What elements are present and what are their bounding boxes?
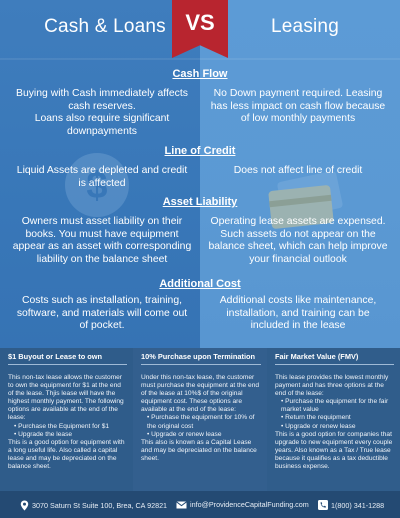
vs-label: VS bbox=[185, 10, 215, 35]
line-of-credit-right-text: Does not affect line of credit bbox=[233, 165, 363, 176]
ten-percent-description: Under this non-tax lease, the customer m… bbox=[141, 374, 260, 414]
credit-card-icon bbox=[262, 170, 352, 237]
leasing-panel bbox=[200, 0, 400, 348]
additional-cost-right-text: Additional costs like maintenance, insta… bbox=[219, 295, 377, 332]
line-of-credit-left-text: Liquid Assets are depleted and credit is… bbox=[16, 165, 188, 189]
section-title-cash-flow: Cash Flow bbox=[172, 68, 228, 80]
ten-percent-tail: This also is known as a Capital Lease an… bbox=[141, 438, 257, 462]
location-icon bbox=[20, 500, 29, 511]
buyout-description: This non-tax lease allows the customer t… bbox=[8, 374, 124, 422]
section-title-asset-liability: Asset Liability bbox=[162, 196, 238, 208]
fmv-bullet: • Return the requipment bbox=[281, 414, 351, 422]
dollar-icon: $ bbox=[62, 150, 132, 225]
buyout-body: This non-tax lease allows the customer t… bbox=[8, 374, 127, 471]
footer: 3070 Saturn St Suite 100, Brea, CA 92821… bbox=[0, 491, 400, 518]
address-text: 3070 Saturn St Suite 100, Brea, CA 92821 bbox=[32, 501, 168, 510]
fmv-bullet: • Upgrade or renew lease bbox=[281, 422, 356, 430]
fmv-tail: This is a good option for companies that… bbox=[275, 430, 393, 471]
email-text[interactable]: info@ProvidenceCapitalFunding.com bbox=[190, 500, 309, 509]
header: Cash & Loans VS Leasing bbox=[0, 0, 400, 58]
ten-percent-bullet: • Upgrade or renew lease bbox=[147, 430, 222, 438]
buyout-heading: $1 Buyout or Lease to own bbox=[8, 352, 127, 365]
lease-option-buyout: $1 Buyout or Lease to own This non-tax l… bbox=[0, 348, 133, 491]
lease-option-fmv: Fair Market Value (FMV) This lease provi… bbox=[267, 348, 400, 491]
section-title-line-of-credit: Line of Credit bbox=[164, 145, 236, 157]
asset-liability-right-text: Operating lease assets are expensed. Suc… bbox=[208, 216, 388, 265]
buyout-bullet: • Purchase the Equipment for $1 bbox=[14, 422, 110, 430]
buyout-bullet: • Upgrade the lease bbox=[14, 430, 73, 438]
cash-loans-title: Cash & Loans bbox=[44, 16, 166, 37]
phone-text[interactable]: 1(800) 341-1288 bbox=[331, 500, 385, 510]
svg-text:$: $ bbox=[86, 165, 107, 207]
buyout-tail: This is a good option for equipment with… bbox=[8, 438, 125, 471]
section-title-additional-cost: Additional Cost bbox=[159, 278, 241, 290]
fmv-heading: Fair Market Value (FMV) bbox=[275, 352, 394, 365]
cash-loans-panel bbox=[0, 0, 200, 348]
ten-percent-body: Under this non-tax lease, the customer m… bbox=[141, 374, 261, 463]
asset-liability-left-text: Owners must asset liability on their boo… bbox=[12, 216, 192, 265]
phone-icon bbox=[318, 500, 328, 510]
fmv-bullet: • Purchase the equipment for the fair ma… bbox=[281, 398, 389, 414]
divider bbox=[0, 58, 400, 60]
email-icon bbox=[176, 500, 187, 508]
comparison-panel: $ Cash & Loans VS Leasing Cash Flow Buyi… bbox=[0, 0, 400, 348]
leasing-title: Leasing bbox=[271, 16, 339, 37]
fmv-description: This lease provides the lowest monthly p… bbox=[275, 374, 389, 398]
additional-cost-left-text: Costs such as installation, training, so… bbox=[16, 295, 188, 332]
ten-percent-heading: 10% Purchase upon Termination bbox=[141, 352, 261, 365]
footer-phone[interactable]: 1(800) 341-1288 bbox=[318, 500, 384, 510]
footer-email[interactable]: info@ProvidenceCapitalFunding.com bbox=[176, 500, 309, 509]
footer-address: 3070 Saturn St Suite 100, Brea, CA 92821 bbox=[20, 500, 167, 511]
lease-option-ten-percent: 10% Purchase upon Termination Under this… bbox=[133, 348, 267, 491]
cash-flow-right-text: No Down payment required. Leasing has le… bbox=[210, 88, 386, 125]
cash-flow-left-text: Buying with Cash immediately affects cas… bbox=[16, 88, 188, 137]
fmv-body: This lease provides the lowest monthly p… bbox=[275, 374, 394, 471]
ten-percent-bullet: • Purchase the equipment for 10% of the … bbox=[147, 414, 255, 430]
